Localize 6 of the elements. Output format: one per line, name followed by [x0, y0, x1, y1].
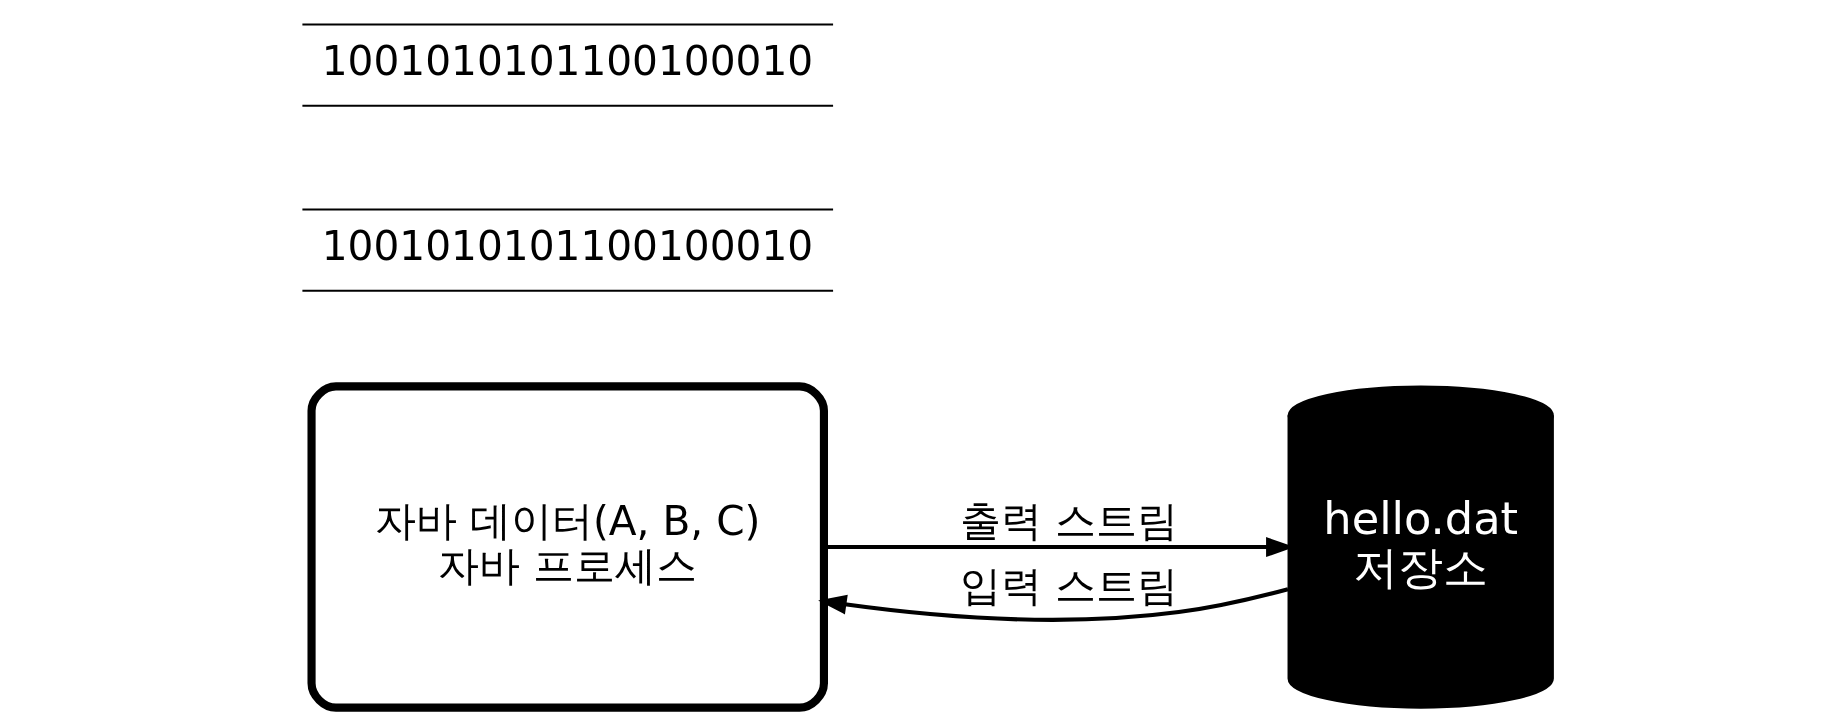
node-box: 자바 데이터(A, B, C) 자바 프로세스 [307, 382, 828, 712]
label: 1001010101100100010 [321, 37, 813, 86]
arrow [817, 587, 1288, 622]
label: 1001010101100100010 [321, 222, 813, 271]
edge-label: 출력 스트림 [959, 496, 1178, 545]
edge-label: 입력 스트림 [959, 561, 1178, 610]
